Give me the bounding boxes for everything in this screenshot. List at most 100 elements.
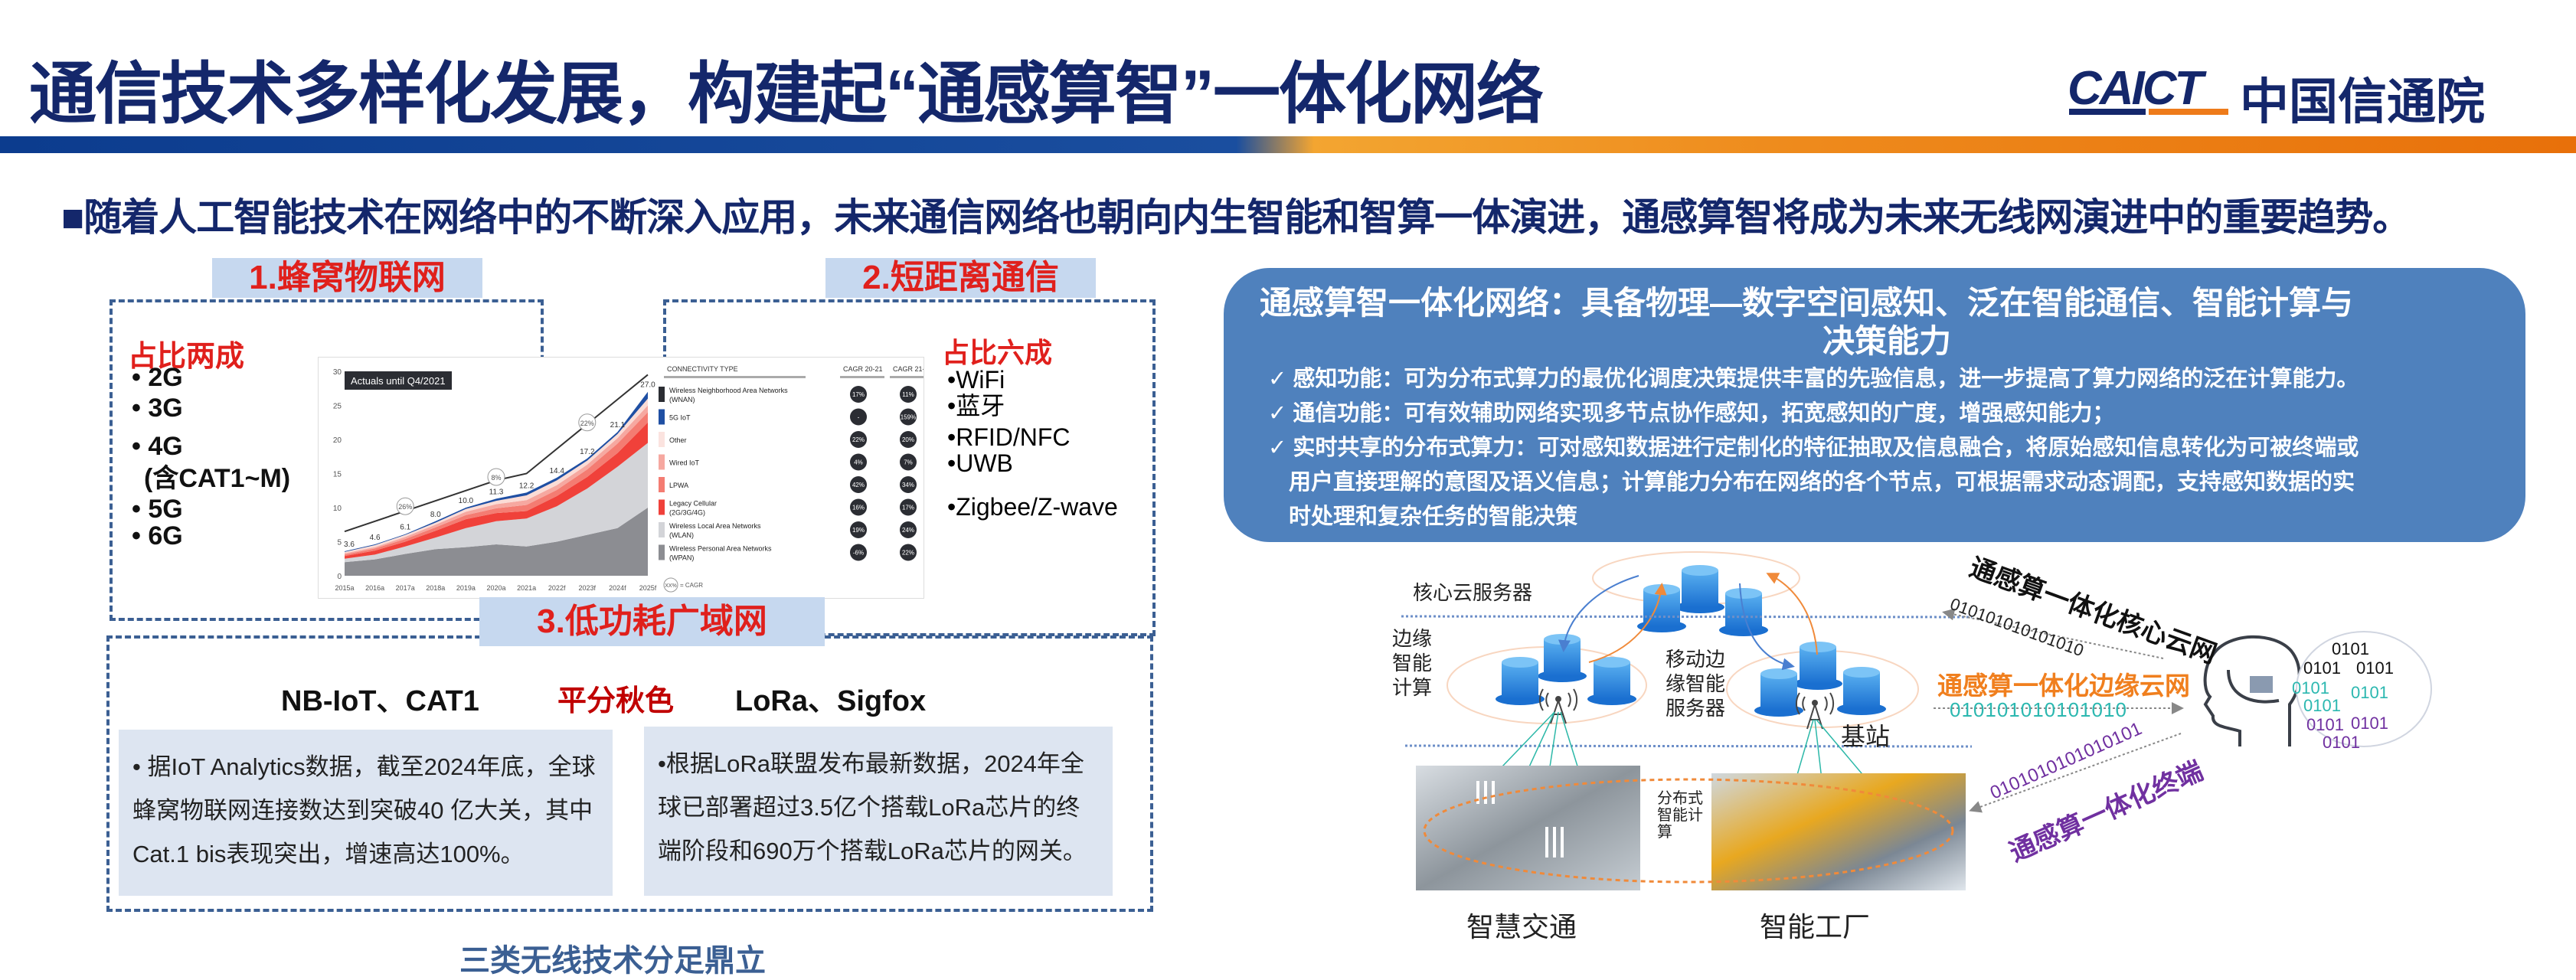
short-range-item: •蓝牙 [947,392,1005,420]
y-tick-label: 25 [333,403,342,411]
actuals-badge [345,371,452,390]
cagr-badge [850,476,867,493]
short-range-item: •UWB [947,449,1013,477]
cagr-badge-value: 22% [902,550,914,557]
binary-bits: 0101 [2332,639,2369,658]
cellular-share: 占比两成 [128,341,245,373]
label-core-cloud: 核心云服务器 [1413,581,1533,604]
label-distributed-compute: 分布式智能计算 [1657,790,1703,841]
server-top [1544,634,1581,645]
arrow-core-to-edge [1558,575,1639,652]
connectivity-type: (WLAN) [669,531,694,539]
cagr-badge-value: 7% [904,459,913,466]
cagr-badge [850,453,867,471]
table-header-rule [890,376,934,378]
cagr-badge-value: 24% [902,527,914,534]
smart-factory-image [1711,773,1966,890]
cagr-badge [850,386,867,403]
cellular-item: • 6G [132,521,183,550]
connectivity-type: Other [669,436,687,444]
cellular-item: • 3G [132,394,183,423]
binary-bits: 0101 [2351,714,2388,733]
connectivity-type: Legacy Cellular [669,500,717,508]
server-icon [1843,672,1880,709]
binary-bits: 0101 [2351,683,2388,702]
total-label: 10.0 [459,497,474,505]
layer-divider [1401,615,1973,619]
short-range-share: 占比六成 [942,337,1053,368]
area-wireless-local-area-networks-wlan- [345,443,648,563]
binary-bits: 0101 [2356,658,2394,678]
box-bullet-compute-cont: 用户直接理解的意图及语义信息；计算能力分布在网络的各个节点，可根据需求动态调配，… [1289,470,2355,495]
label-edge-compute: 边缘智能计算 [1392,626,1432,700]
cagr-badge-value: 4% [854,459,863,466]
server-top [1682,565,1718,576]
cagr-marker-label: 8% [491,474,501,482]
total-label: 27.0 [640,381,655,390]
label-line: 缘智能 [1666,672,1726,695]
x-tick-label: 2019a [456,584,476,592]
label-line: 服务器 [1666,697,1726,720]
server-icon [1800,647,1836,684]
legend-swatch [659,477,665,492]
y-tick-label: 10 [333,505,342,513]
cagr-badge-value: 17% [852,391,865,398]
cagr-badge-value: 20% [902,436,914,443]
cagr-badge [900,386,917,403]
box-bullet-compute: ✓ 实时共享的分布式算力：可对感知数据进行定制化的特征抽取及信息融合，将原始感知… [1268,436,2359,460]
x-tick-label: 2023f [579,584,597,592]
label-edge-net: 通感算一体化边缘云网 [1937,671,2190,700]
server-icon [1594,662,1630,699]
y-tick-label: 30 [333,368,342,377]
server-icon [1502,662,1538,699]
cagr-badge-value: 19% [852,527,865,534]
connectivity-type: Wireless Personal Area Networks [669,545,772,553]
cagr-marker-label: 26% [398,503,412,511]
chart-svg: 26%8%22%3.64.66.18.010.011.312.214.417.2… [333,365,934,593]
server-top [1760,668,1797,679]
x-tick-label: 2024f [609,584,626,592]
cagr-badge [900,453,917,471]
legend-swatch [659,409,665,425]
arrow-core-net [1942,608,2164,659]
connectivity-type: Wired IoT [669,459,700,467]
caict-logo: CAICT [2068,62,2203,115]
cagr-marker [487,468,505,486]
smart-traffic-image [1416,766,1640,890]
cagr-marker-label: 22% [580,420,594,427]
box-heading-cont: 决策能力 [1822,323,1952,359]
short-range-item: •WiFi [947,366,1005,394]
x-tick-label: 2022f [548,584,566,592]
cellular-item: • 2G [132,363,183,392]
cagr-legend-text: = CAGR [680,582,703,589]
cagr-badge-value: 11% [902,391,914,398]
cagr-badge [850,498,867,516]
label-line: 算 [1657,824,1672,841]
server-icon [1544,639,1581,676]
cagr-badge [900,408,917,426]
cagr-badge [900,544,917,561]
cagr-legend-key: XX% [665,583,677,589]
connectivity-type: (WNAN) [669,396,695,403]
server-top [1843,667,1880,678]
connectivity-type: Wireless Local Area Networks [669,522,761,530]
y-tick-label: 15 [333,471,342,479]
arrow-mobile-edge-to-core [1766,573,1818,655]
label-line: 智能 [1392,652,1433,675]
note-lora: •根据LoRa联盟发布最新数据，2024年全球已部署超过3.5亿个搭载LoRa芯… [644,727,1113,896]
crosswalk-stripes [1476,781,1564,858]
cagr-badge-value: 17% [902,505,914,511]
total-label: 8.0 [430,511,441,519]
label-line: 计算 [1392,676,1433,699]
cagr-badge-value: 22% [852,436,865,443]
y-tick-label: 5 [337,539,342,547]
binary-bits: 0101 [2323,733,2360,752]
x-tick-label: 2015a [335,584,354,592]
x-tick-label: 2018a [426,584,445,592]
connectivity-type: (2G/3G/4G) [669,509,705,517]
y-tick-label: 0 [337,573,342,581]
cagr-badge-value: 34% [902,482,914,488]
cagr-legend-icon [663,577,678,593]
box-bullet-sensing: ✓ 感知功能：可为分布式算力的最优化调度决策提供丰富的先验信息，进一步提高了算力… [1268,367,2359,391]
